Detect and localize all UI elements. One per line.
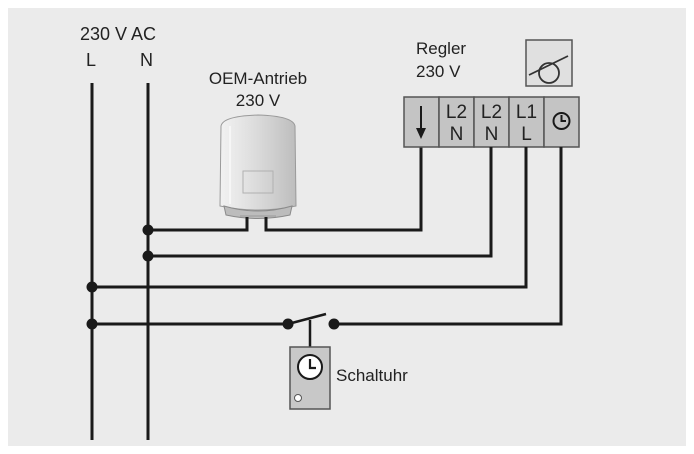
actuator-title: OEM-Antrieb [209,69,307,88]
terminal-3-top: L2 [481,102,502,123]
terminal-2-bottom: N [450,124,464,145]
terminal-4-bottom: L [521,124,532,145]
neutral-label: N [140,50,153,70]
junction-dot [86,318,98,330]
wire-L-to-terminal-4 [92,147,528,289]
line-label: L [86,50,96,70]
terminal-3 [473,96,510,148]
terminal-block: L2 N L2 N L1 L [403,96,580,148]
wire-switch-to-terminal-5 [334,147,563,326]
timer-clock-icon [297,354,323,380]
controller-icon [525,39,573,87]
diagram-background [8,8,686,446]
terminal-2-top: L2 [446,102,467,123]
timer-device [289,346,331,410]
timer-indicator-icon [294,394,302,402]
actuator-wire-control [264,147,423,232]
timer-label: Schaltuhr [336,366,408,385]
switch-terminal-dot [328,318,340,330]
wire-N-to-terminal-3 [148,147,493,258]
junction-dot [142,224,154,236]
switch-terminal-dot [282,318,294,330]
junction-dot [142,250,154,262]
controller-title: Regler [416,39,466,58]
actuator-voltage: 230 V [236,91,281,110]
controller-voltage: 230 V [416,62,461,81]
supply-title: 230 V AC [80,24,156,44]
terminal-1 [403,96,440,148]
actuator-device [219,114,297,219]
terminal-3-bottom: N [485,124,499,145]
clock-icon [552,112,571,130]
down-arrow-icon [416,106,426,139]
terminal-4-top: L1 [516,102,537,123]
actuator-wire-N [148,217,249,232]
junction-dot [86,281,98,293]
switch-contact [287,312,327,326]
